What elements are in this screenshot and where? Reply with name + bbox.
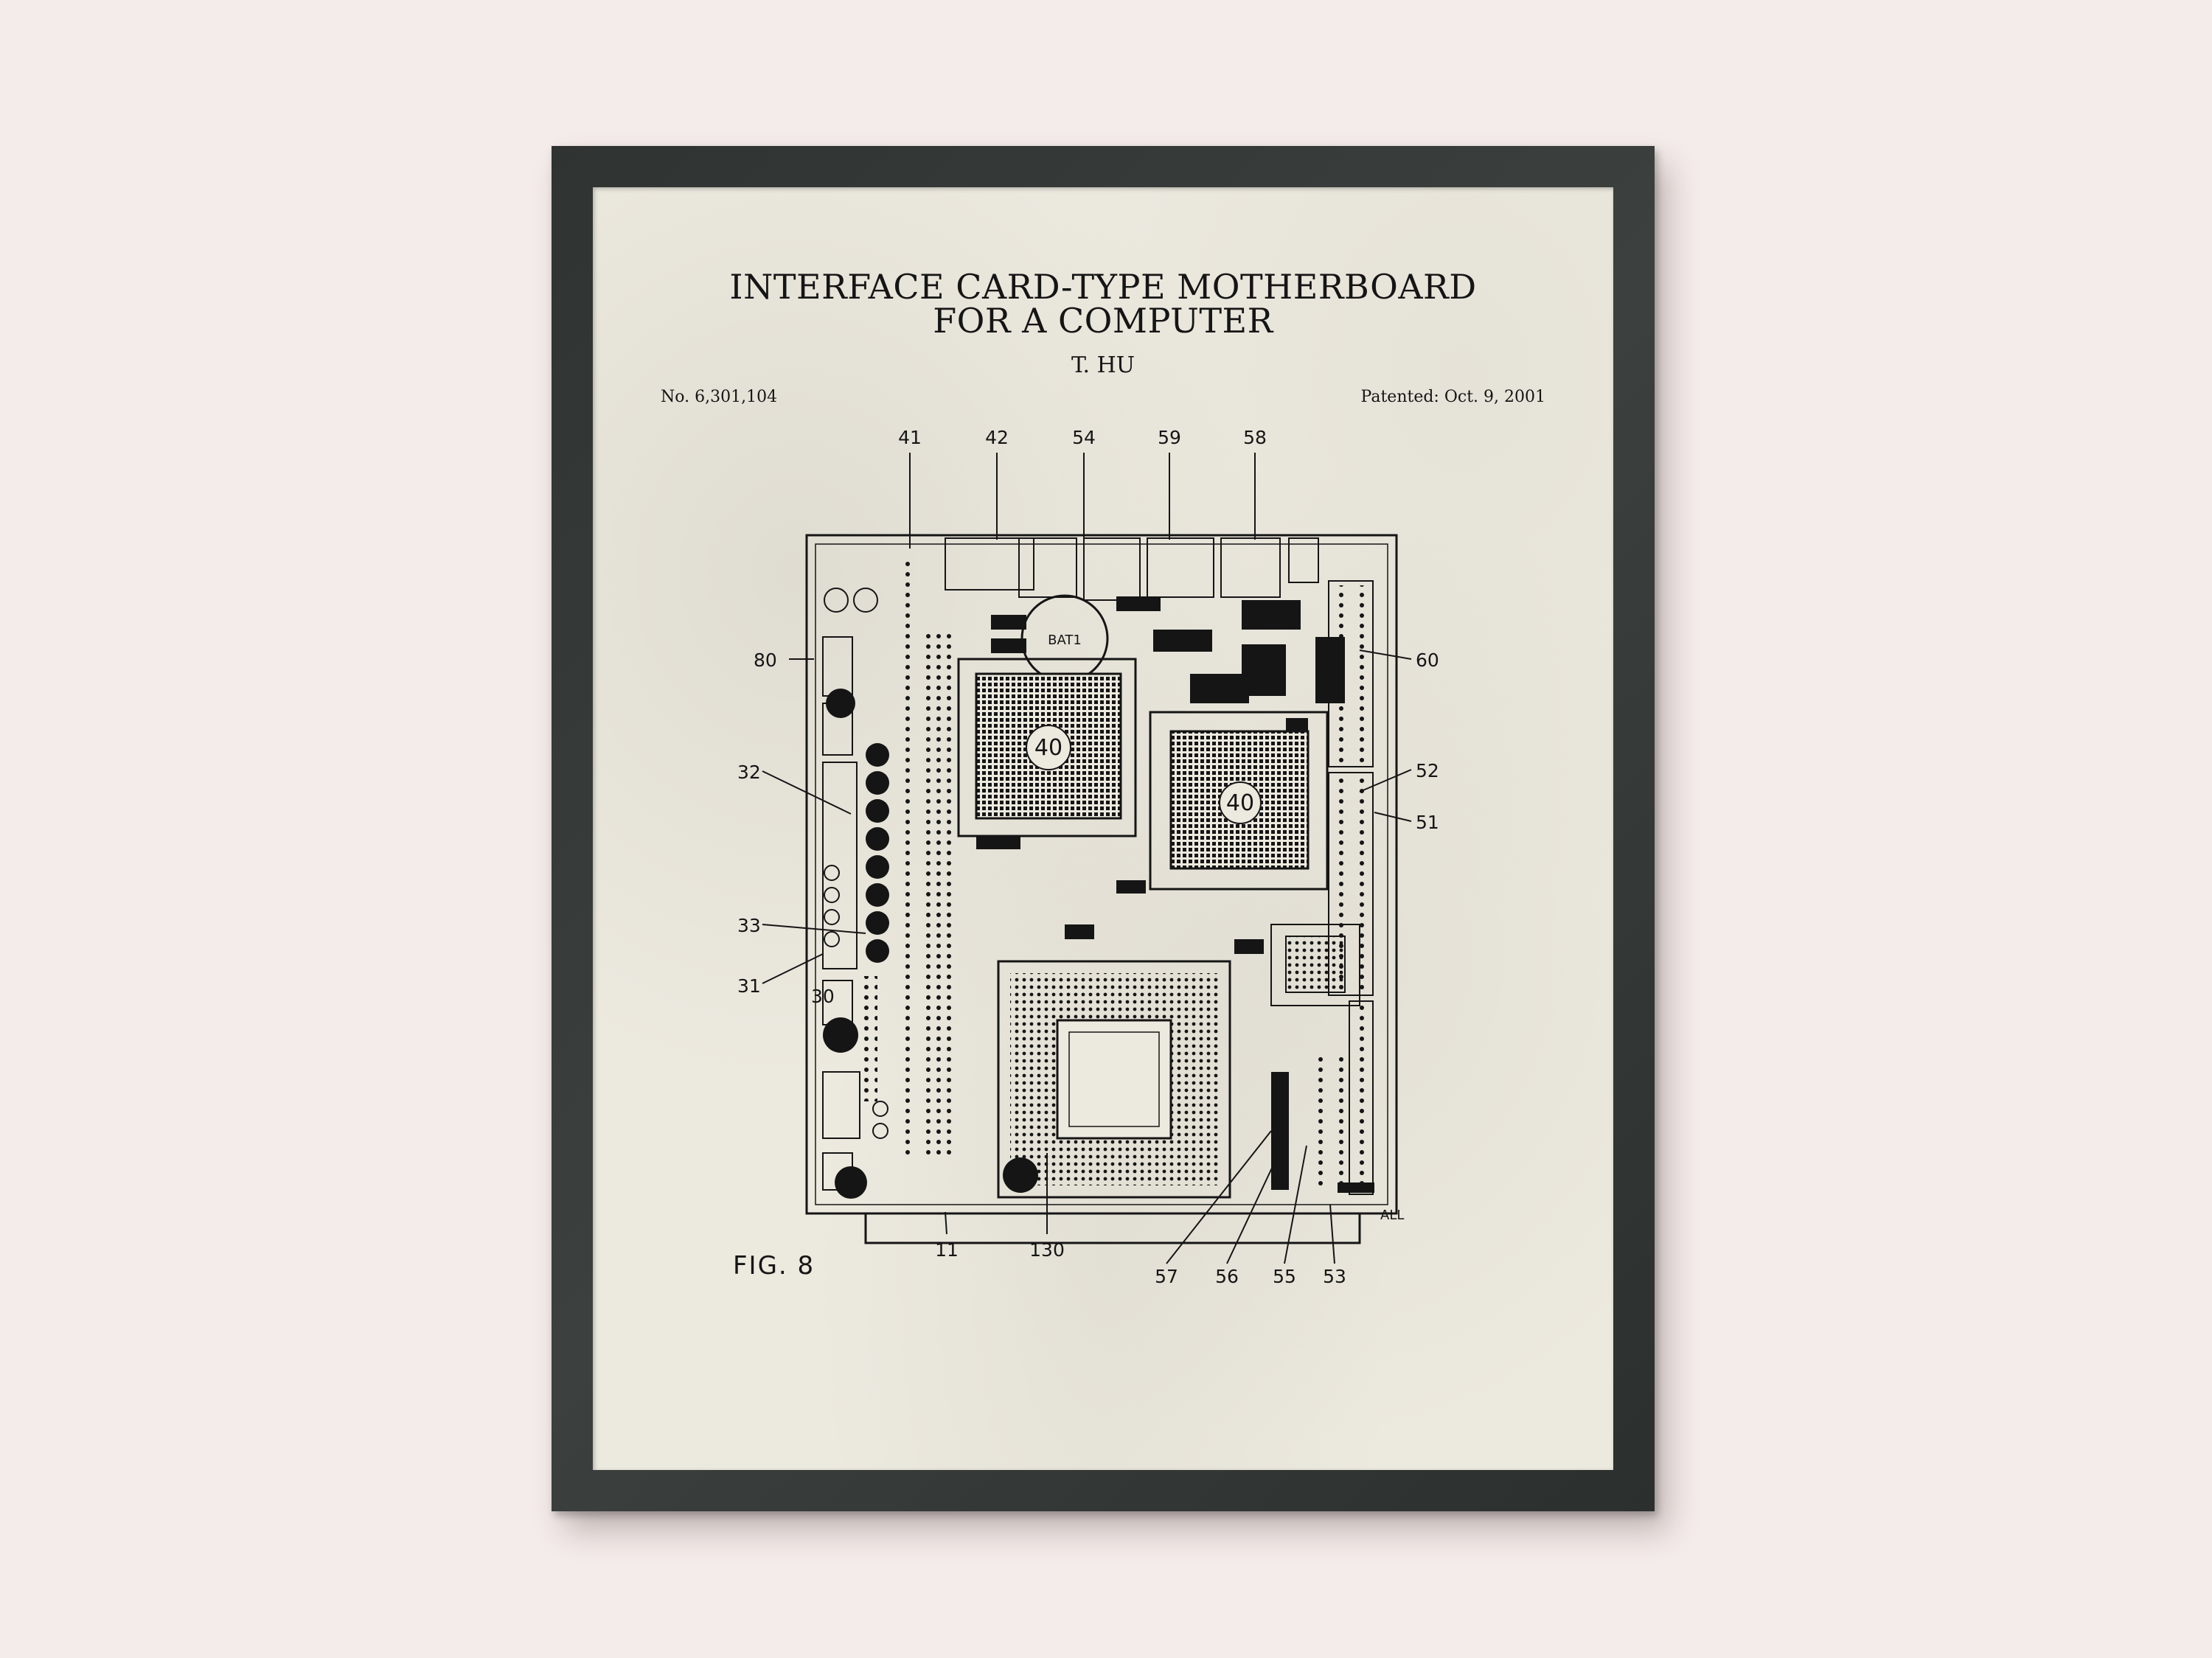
board-outline <box>805 534 1398 1244</box>
left-components <box>822 588 888 1191</box>
cpu-socket-130 <box>997 960 1231 1199</box>
slot-41 <box>902 556 916 1160</box>
patent-date: Patented: Oct. 9, 2001 <box>1360 388 1545 406</box>
label-55: 55 <box>1273 1266 1296 1287</box>
right-header-outlines <box>1328 580 1374 1195</box>
label-53: 53 <box>1323 1266 1346 1287</box>
chip-40-left: 40 <box>957 658 1137 837</box>
header-52 <box>1333 777 1348 991</box>
header-60-b <box>1354 585 1368 762</box>
dot-array-left <box>925 630 951 1160</box>
label-56: 56 <box>1215 1266 1239 1287</box>
label-30: 30 <box>811 986 835 1007</box>
label-33: 33 <box>737 915 761 936</box>
header-55 <box>1333 1057 1343 1190</box>
top-connectors <box>945 537 1319 601</box>
small-chips <box>976 596 1374 1193</box>
label-32: 32 <box>737 762 761 783</box>
header-33 <box>863 976 877 1101</box>
figure-label: FIG. 8 <box>733 1251 815 1281</box>
patent-number: No. 6,301,104 <box>661 388 778 406</box>
label-all: ALL <box>1380 1208 1404 1223</box>
motherboard-drawing: BAT1 <box>733 427 1439 1287</box>
label-54: 54 <box>1072 427 1096 448</box>
label-80: 80 <box>754 649 777 671</box>
label-51: 51 <box>1416 812 1439 833</box>
chip-label-left: 40 <box>1034 735 1062 761</box>
label-59: 59 <box>1158 427 1181 448</box>
inventor-name: T. HU <box>1071 352 1135 378</box>
chip-40-right: 40 <box>1149 711 1329 891</box>
leader-lines <box>762 453 1412 1264</box>
label-58: 58 <box>1243 427 1267 448</box>
label-57: 57 <box>1155 1266 1178 1287</box>
header-51 <box>1354 777 1368 991</box>
title-line-1: INTERFACE CARD-TYPE MOTHERBOARD <box>729 267 1477 307</box>
label-41: 41 <box>898 427 922 448</box>
battery-label: BAT1 <box>1048 633 1082 648</box>
battery: BAT1 <box>1020 594 1109 683</box>
chip-label-right: 40 <box>1226 790 1254 816</box>
label-11: 11 <box>935 1239 959 1261</box>
patent-print: INTERFACE CARD-TYPE MOTHERBOARD FOR A CO… <box>593 187 1613 1470</box>
label-130: 130 <box>1029 1239 1065 1261</box>
header-53 <box>1354 1006 1368 1190</box>
label-52: 52 <box>1416 760 1439 781</box>
label-60: 60 <box>1416 649 1439 671</box>
header-60-a <box>1333 585 1348 762</box>
title-line-2: FOR A COMPUTER <box>933 301 1273 341</box>
picture-frame: INTERFACE CARD-TYPE MOTHERBOARD FOR A CO… <box>552 146 1655 1511</box>
label-42: 42 <box>985 427 1009 448</box>
patent-title: INTERFACE CARD-TYPE MOTHERBOARD FOR A CO… <box>593 270 1613 338</box>
label-31: 31 <box>737 975 761 997</box>
header-56 <box>1312 1057 1323 1190</box>
